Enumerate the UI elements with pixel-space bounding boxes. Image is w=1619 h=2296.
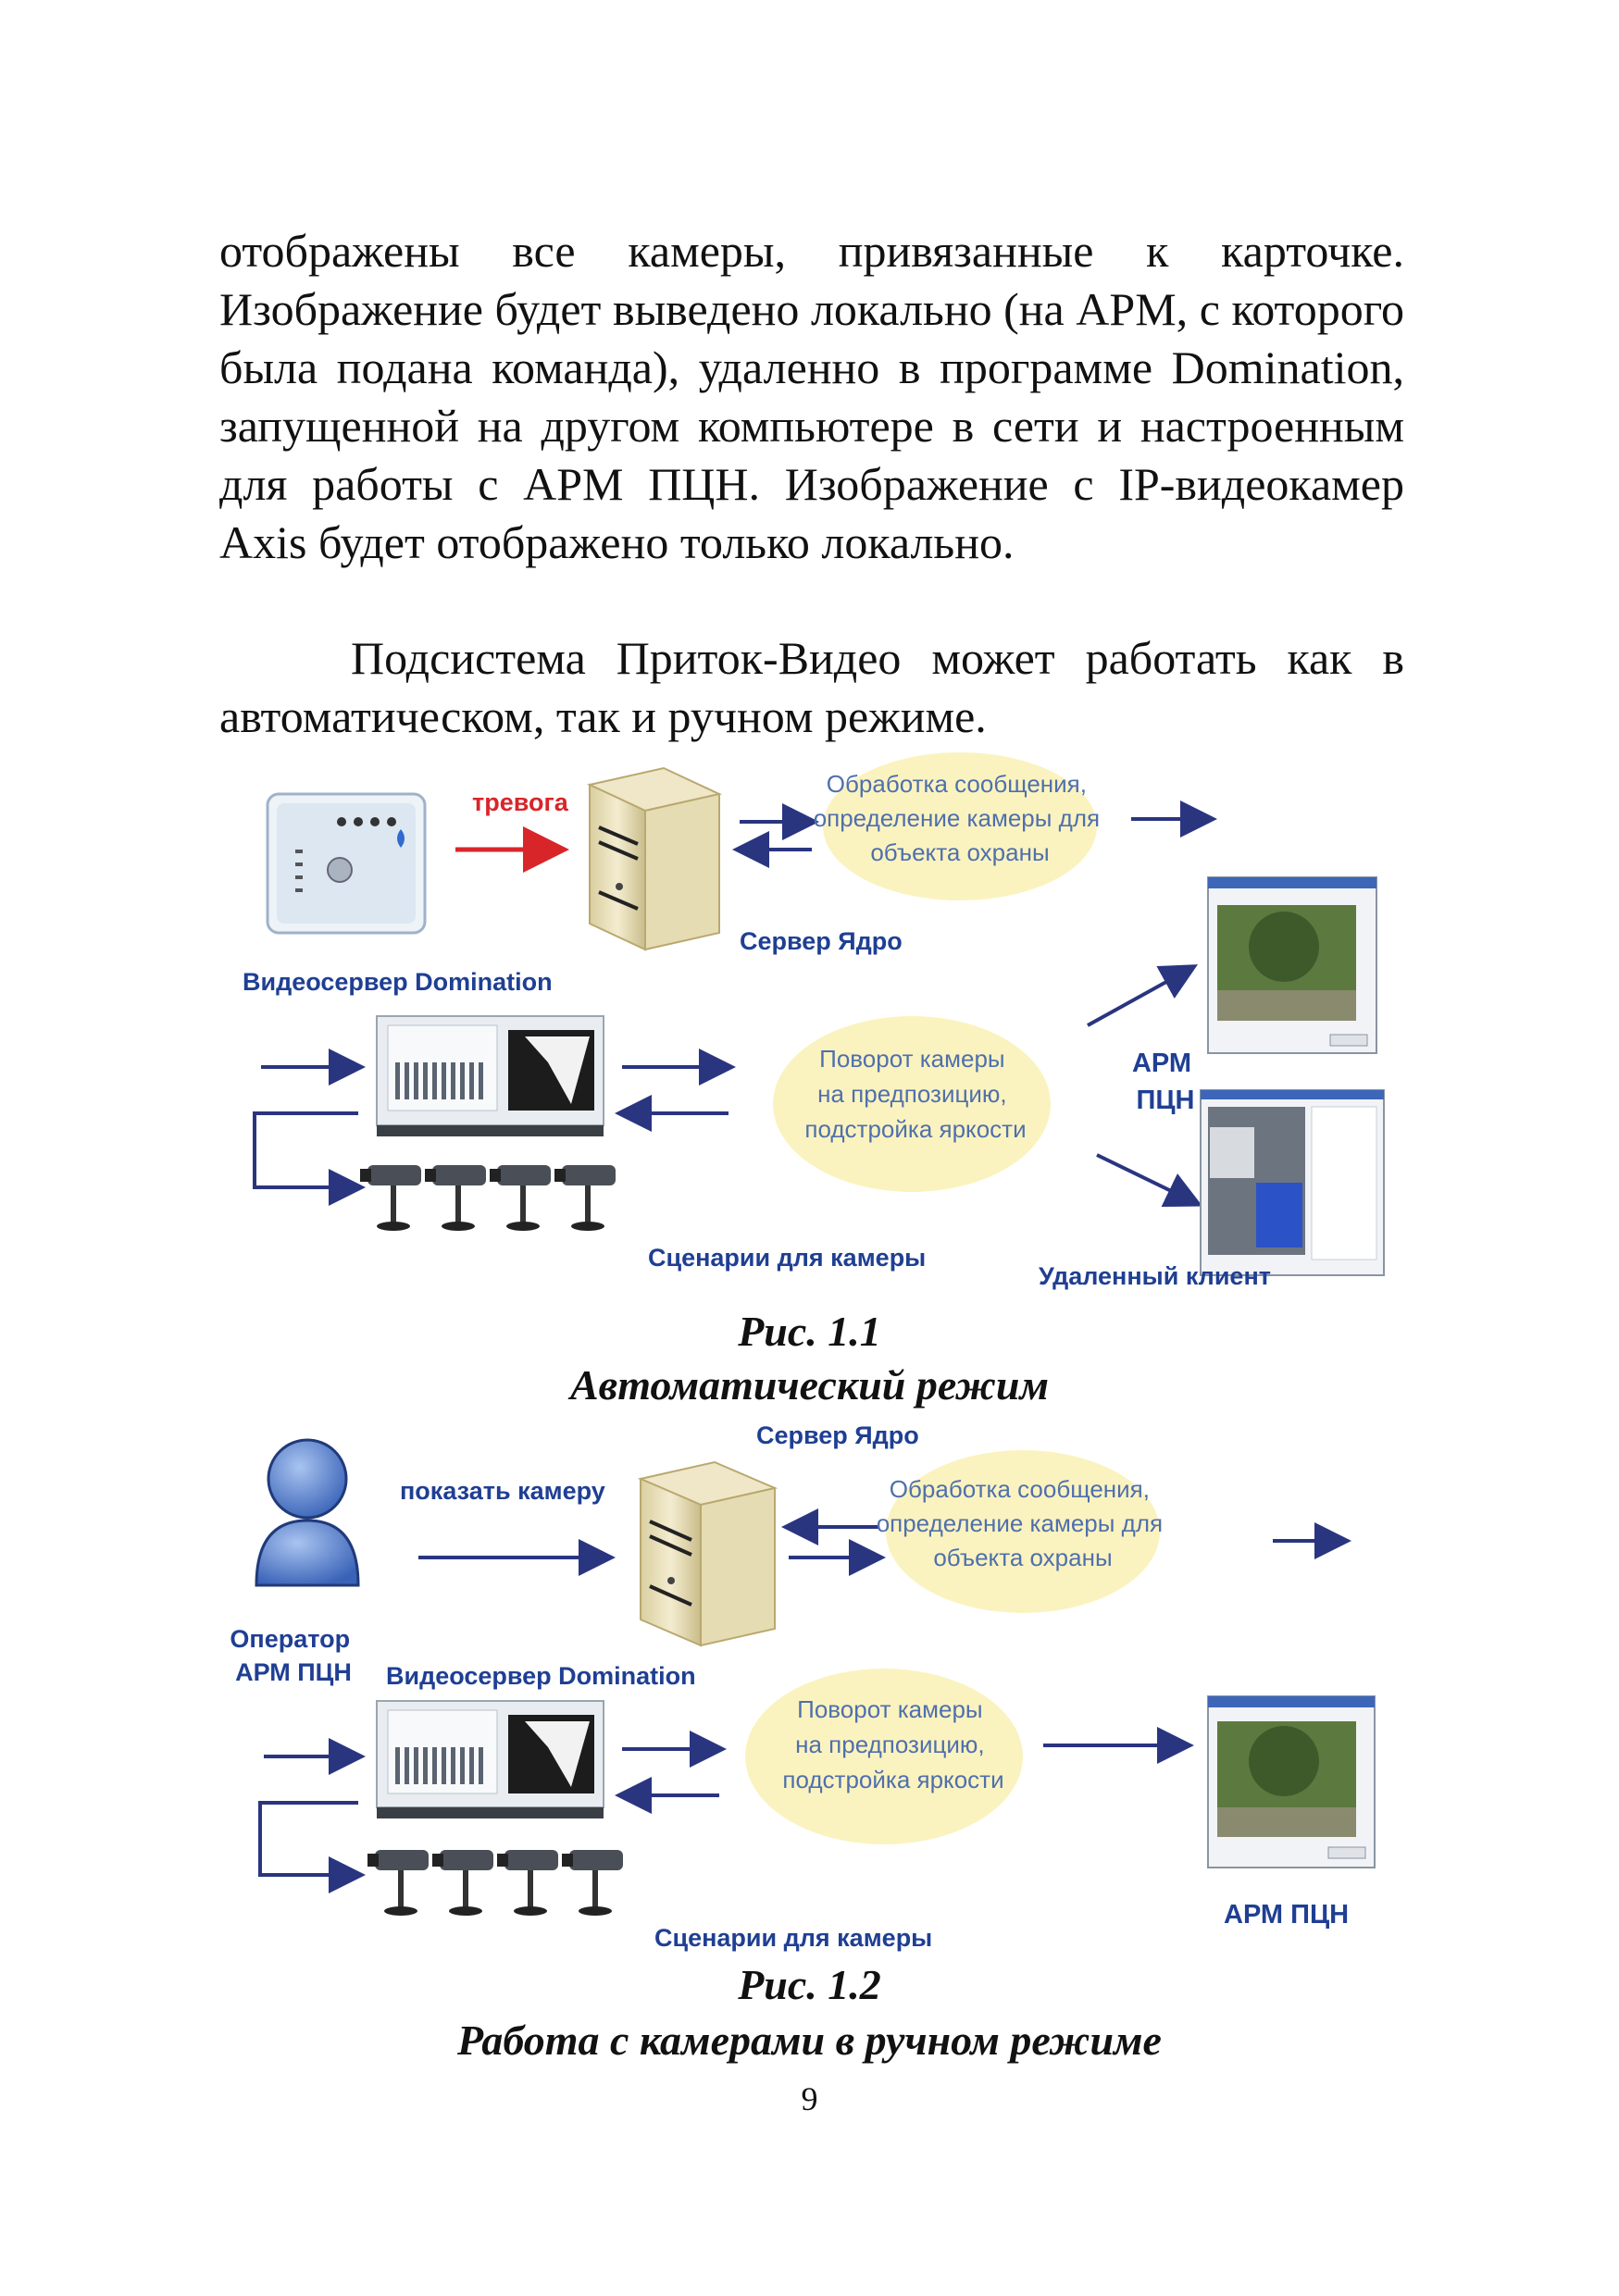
video-server-icon bbox=[376, 1015, 604, 1136]
camera-scenarios-label: Сценарии для камеры bbox=[648, 1244, 926, 1272]
figure-2-caption-title: Работа с камерами в ручном режиме bbox=[457, 2017, 1162, 2064]
arm-pcn-label: АРМ ПЦН bbox=[1132, 1049, 1199, 1115]
figure-1-caption-title: Автоматический режим bbox=[569, 1361, 1050, 1409]
ptz-adjust-ellipse bbox=[773, 1016, 1051, 1192]
ptz-adjust-ellipse-2 bbox=[745, 1669, 1023, 1844]
operator-label: Оператор АРМ ПЦН bbox=[230, 1625, 356, 1686]
operator-avatar-icon bbox=[255, 1438, 360, 1587]
arm-monitor-window-icon-2 bbox=[1207, 1695, 1376, 1868]
message-processing-ellipse-2 bbox=[886, 1450, 1160, 1613]
remote-client-label: Удаленный клиент bbox=[1039, 1262, 1271, 1290]
arm-pcn-label-2: АРМ ПЦН bbox=[1224, 1900, 1349, 1930]
arm-monitor-window-icon bbox=[1207, 876, 1377, 1054]
camera-loop-arrow bbox=[253, 1111, 366, 1206]
ptz-adjust-text-2: Поворот камеры на предпозицию, подстройк… bbox=[782, 1695, 1003, 1793]
camera-scenarios-label-2: Сценарии для камеры bbox=[654, 1924, 932, 1952]
camera-loop-arrow-2 bbox=[258, 1801, 366, 1893]
core-server-icon-2 bbox=[637, 1460, 778, 1647]
to-arm-monitor-arrow bbox=[1087, 964, 1198, 1027]
message-processing-text: Обработка сообщения, определение камеры … bbox=[814, 770, 1107, 866]
alarm-label: тревога bbox=[472, 788, 569, 816]
page-number: 9 bbox=[801, 2080, 818, 2117]
paragraph-1: отображены все камеры, привязанные к кар… bbox=[219, 225, 1404, 568]
figure-2-caption-number: Рис. 1.2 bbox=[738, 1961, 881, 2008]
figure-2-manual-mode: Сервер Ядро Оператор АРМ ПЦН показать ка… bbox=[219, 1423, 1404, 1955]
videoserver-label: Видеосервер Domination bbox=[243, 968, 553, 996]
message-processing-ellipse bbox=[823, 752, 1097, 900]
cameras-group-icon-2 bbox=[367, 1850, 623, 1916]
to-remote-client-arrow bbox=[1096, 1153, 1203, 1208]
cameras-group-icon bbox=[360, 1165, 616, 1231]
remote-client-window-icon bbox=[1200, 1089, 1385, 1276]
core-server-label-2: Сервер Ядро bbox=[756, 1423, 919, 1449]
core-server-icon bbox=[586, 766, 723, 951]
paragraph-2: Подсистема Приток-Видео может работать к… bbox=[219, 632, 1404, 742]
show-camera-label: показать камеру bbox=[400, 1477, 605, 1505]
figure-1-caption-number: Рис. 1.1 bbox=[738, 1308, 881, 1355]
ptz-adjust-text: Поворот камеры на предпозицию, подстройк… bbox=[804, 1045, 1026, 1143]
figure-1-automatic-mode: тревога Сервер Ядро Обработка сообщения,… bbox=[219, 748, 1404, 1303]
core-server-label: Сервер Ядро bbox=[740, 927, 903, 955]
videoserver-label-2: Видеосервер Domination bbox=[386, 1662, 696, 1690]
video-server-icon-2 bbox=[376, 1700, 604, 1818]
message-processing-text-2: Обработка сообщения, определение камеры … bbox=[877, 1475, 1170, 1571]
alarm-panel-icon bbox=[266, 792, 427, 935]
